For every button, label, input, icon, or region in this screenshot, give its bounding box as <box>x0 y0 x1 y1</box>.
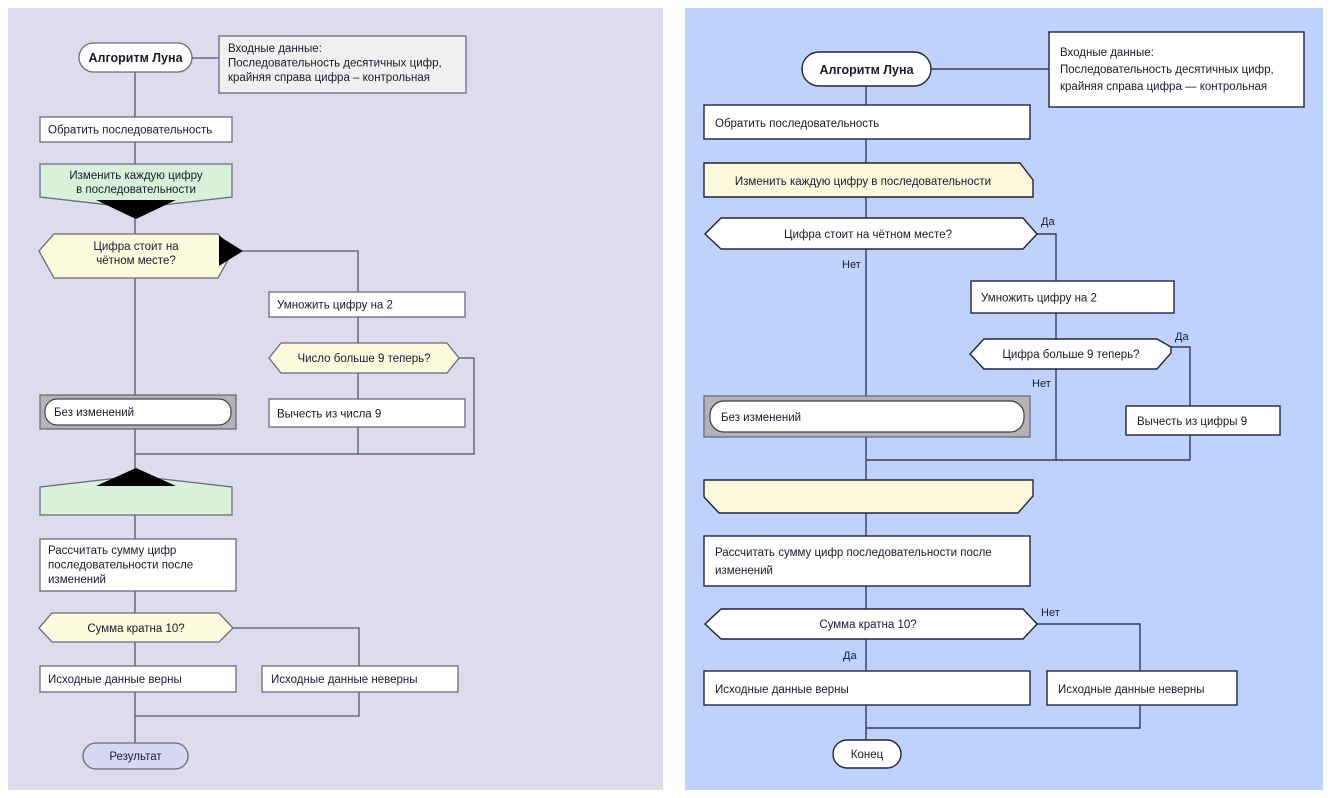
right-note-line-1: Входные данные: <box>1060 47 1154 59</box>
left-note-line-3: крайняя справа цифра – контрольная <box>228 72 430 84</box>
left-node-reverse[interactable]: Обратить последовательность <box>39 116 233 143</box>
right-node-reverse[interactable]: Обратить последовательность <box>703 104 1031 140</box>
left-start-label: Алгоритм Луна <box>88 51 183 65</box>
left-connectors <box>134 59 475 743</box>
right-label-even-yes: Да <box>1041 216 1055 228</box>
left-loop-start-line-2: в последовательности <box>76 184 196 196</box>
left-sum-line-2: последовательности после <box>48 560 193 572</box>
left-loop-end-arrow <box>96 468 176 486</box>
right-flowchart-panel: Алгоритм Луна Входные данные: Последоват… <box>685 8 1323 790</box>
edge-gt9-yes-loopback <box>358 357 475 455</box>
right-label-even-no: Нет <box>842 259 861 271</box>
edge-invalid-to-join <box>135 692 360 717</box>
right-node-sum[interactable]: Рассчитать сумму цифр последовательности… <box>703 535 1031 587</box>
left-node-note[interactable]: Входные данные: Последовательность десят… <box>218 35 467 94</box>
left-node-start[interactable]: Алгоритм Луна <box>78 42 193 73</box>
left-flowchart-panel: Алгоритм Луна Входные данные: Последоват… <box>8 8 663 790</box>
right-label-gt9-yes: Да <box>1175 331 1189 343</box>
right-node-valid[interactable]: Исходные данные верны <box>703 670 1031 706</box>
left-node-multiply[interactable]: Умножить цифру на 2 <box>268 291 466 318</box>
left-end-label: Результат <box>109 751 162 763</box>
right-node-decision-even[interactable]: Цифра стоит на чётном месте? Да Нет <box>703 216 1055 271</box>
left-node-subtract[interactable]: Вычесть из числа 9 <box>268 398 466 428</box>
right-node-loop-start[interactable]: Изменить каждую цифру в последовательнос… <box>703 162 1034 198</box>
right-connectors <box>865 86 1191 740</box>
left-node-decision-gt9[interactable]: Число больше 9 теперь? <box>268 342 460 374</box>
left-node-end[interactable]: Результат <box>82 742 189 770</box>
right-decision-gt9-label: Цифра больше 9 теперь? <box>1002 349 1139 361</box>
left-unchanged-body <box>44 398 232 426</box>
r-edge-gt9-yes-to-subtract <box>1171 346 1191 406</box>
right-label-mod10-no: Нет <box>1041 607 1060 619</box>
right-node-decision-gt9[interactable]: Цифра больше 9 теперь? Да Нет <box>969 331 1189 390</box>
left-decision-even-line-2: чётном месте? <box>96 255 175 267</box>
left-node-decision-even[interactable]: Цифра стоит на чётном месте? <box>38 233 243 279</box>
right-loop-start-label: Изменить каждую цифру в последовательнос… <box>735 176 991 188</box>
right-multiply-label: Умножить цифру на 2 <box>981 293 1097 305</box>
r-edge-even-yes-to-multiply <box>1037 233 1057 281</box>
r-edge-mod10-no-to-invalid <box>1037 623 1141 671</box>
right-node-loop-end[interactable] <box>703 479 1034 514</box>
left-reverse-label: Обратить последовательность <box>48 125 212 137</box>
right-node-end[interactable]: Конец <box>832 739 902 769</box>
right-start-label: Алгоритм Луна <box>819 63 914 77</box>
right-flowchart-svg: Алгоритм Луна Входные данные: Последоват… <box>703 31 1305 769</box>
right-unchanged-label: Без изменений <box>721 412 801 424</box>
left-unchanged-label: Без изменений <box>54 407 134 419</box>
left-sum-line-3: изменений <box>48 574 106 586</box>
r-edge-subtract-merge <box>1056 435 1191 461</box>
right-subtract-label: Вычесть из цифры 9 <box>1137 416 1247 428</box>
right-label-gt9-no: Нет <box>1032 378 1051 390</box>
left-node-valid[interactable]: Исходные данные верны <box>39 665 237 693</box>
left-valid-label: Исходные данные верны <box>48 674 182 686</box>
left-sum-line-1: Рассчитать сумму цифр <box>48 545 176 557</box>
right-node-invalid[interactable]: Исходные данные неверны <box>1046 670 1238 706</box>
right-node-start[interactable]: Алгоритм Луна <box>801 51 932 87</box>
left-node-loop-end[interactable] <box>39 468 233 516</box>
left-node-invalid[interactable]: Исходные данные неверны <box>261 665 459 693</box>
left-node-decision-mod10[interactable]: Сумма кратна 10? <box>38 612 234 643</box>
left-decision-mod10-label: Сумма кратна 10? <box>87 623 184 635</box>
right-reverse-label: Обратить последовательность <box>715 118 879 130</box>
right-node-unchanged[interactable]: Без изменений <box>703 395 1031 438</box>
left-node-unchanged[interactable]: Без изменений <box>39 394 237 430</box>
right-decision-even-label: Цифра стоит на чётном месте? <box>784 229 952 241</box>
r-edge-invalid-to-join <box>866 705 1141 729</box>
left-loop-start-arrow <box>96 200 176 219</box>
left-invalid-label: Исходные данные неверны <box>271 674 418 686</box>
left-loop-start-line-1: Изменить каждую цифру <box>69 170 202 182</box>
right-node-decision-mod10[interactable]: Сумма кратна 10? Нет Да <box>703 607 1060 662</box>
left-node-loop-start[interactable]: Изменить каждую цифру в последовательнос… <box>39 163 233 219</box>
right-note-line-3: крайняя справа цифра — контрольная <box>1060 81 1267 93</box>
left-decision-even-arrow <box>219 236 243 266</box>
right-label-mod10-yes: Да <box>843 650 857 662</box>
right-node-note[interactable]: Входные данные: Последовательность десят… <box>1048 31 1305 108</box>
right-invalid-label: Исходные данные неверны <box>1058 684 1205 696</box>
right-unchanged-body <box>709 400 1025 433</box>
edge-subtract-to-merge <box>135 427 359 455</box>
right-sum-line-2: изменений <box>715 565 773 577</box>
edge-even-yes-to-multiply <box>233 250 359 292</box>
left-node-sum[interactable]: Рассчитать сумму цифр последовательности… <box>39 538 237 592</box>
right-node-subtract[interactable]: Вычесть из цифры 9 <box>1125 405 1281 436</box>
left-decision-gt9-label: Число больше 9 теперь? <box>297 353 430 365</box>
right-valid-label: Исходные данные верны <box>715 684 849 696</box>
right-note-line-2: Последовательность десятичных цифр, <box>1060 64 1274 76</box>
right-node-multiply[interactable]: Умножить цифру на 2 <box>970 280 1175 314</box>
left-note-line-2: Последовательность десятичных цифр, <box>228 58 442 70</box>
left-note-line-1: Входные данные: <box>228 43 322 55</box>
right-decision-mod10-label: Сумма кратна 10? <box>819 619 916 631</box>
right-end-label: Конец <box>851 749 884 761</box>
left-multiply-label: Умножить цифру на 2 <box>277 300 393 312</box>
left-subtract-label: Вычесть из числа 9 <box>277 409 381 421</box>
left-flowchart-svg: Алгоритм Луна Входные данные: Последоват… <box>38 35 475 770</box>
left-decision-even-line-1: Цифра стоит на <box>93 241 179 253</box>
edge-mod10-no-to-invalid <box>233 627 360 666</box>
right-sum-line-1: Рассчитать сумму цифр последовательности… <box>715 547 992 559</box>
